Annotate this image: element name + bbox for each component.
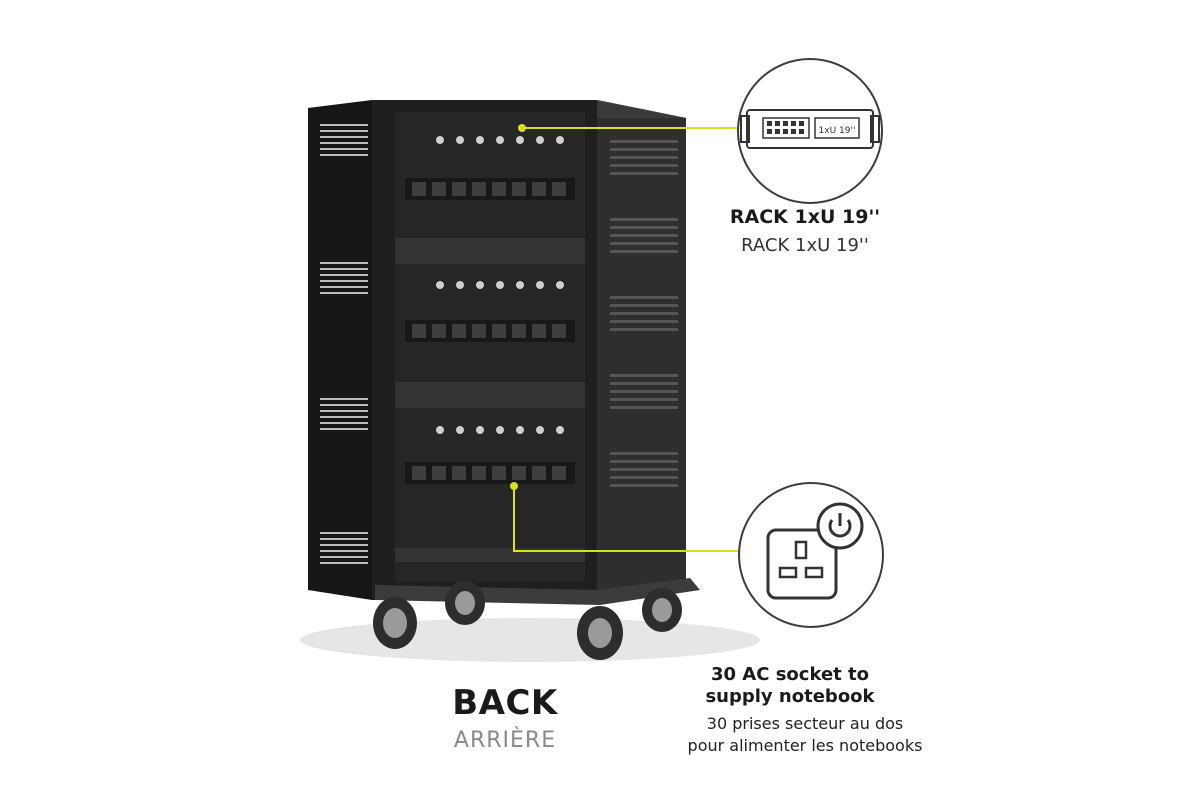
side-vents xyxy=(610,140,678,487)
power-socket-icon xyxy=(766,502,864,600)
socket-callout-dot xyxy=(510,482,518,490)
cabinet-door xyxy=(308,100,372,600)
rack-callout: 1xU 19'' xyxy=(737,58,883,204)
socket-callout xyxy=(738,482,884,628)
socket-title-line2: supply notebook xyxy=(705,686,875,707)
rack-unit-icon: 1xU 19'' xyxy=(740,109,880,149)
rack-icon-label: 1xU 19'' xyxy=(819,126,856,136)
socket-subtitle: 30 prises secteur au dos pour alimenter … xyxy=(660,713,950,757)
caster-wheels xyxy=(373,581,682,660)
cabinet-side-panel xyxy=(597,100,686,600)
socket-title-line1: 30 AC socket to xyxy=(710,664,869,685)
socket-strips xyxy=(405,178,575,484)
floor-shadow xyxy=(300,618,760,662)
cable-holes xyxy=(436,136,564,434)
rack-subtitle: RACK 1xU 19'' xyxy=(741,235,869,256)
view-subtitle: ARRIÈRE xyxy=(453,728,557,753)
rack-callout-dot xyxy=(518,124,526,132)
socket-subtitle-line1: 30 prises secteur au dos xyxy=(706,714,904,733)
view-title: BACK xyxy=(452,683,558,723)
door-vents xyxy=(320,124,368,564)
rack-title: RACK 1xU 19'' xyxy=(729,206,881,228)
socket-title: 30 AC socket to supply notebook xyxy=(640,664,940,708)
callout-lines xyxy=(513,127,738,552)
socket-subtitle-line2: pour alimenter les notebooks xyxy=(687,736,923,755)
